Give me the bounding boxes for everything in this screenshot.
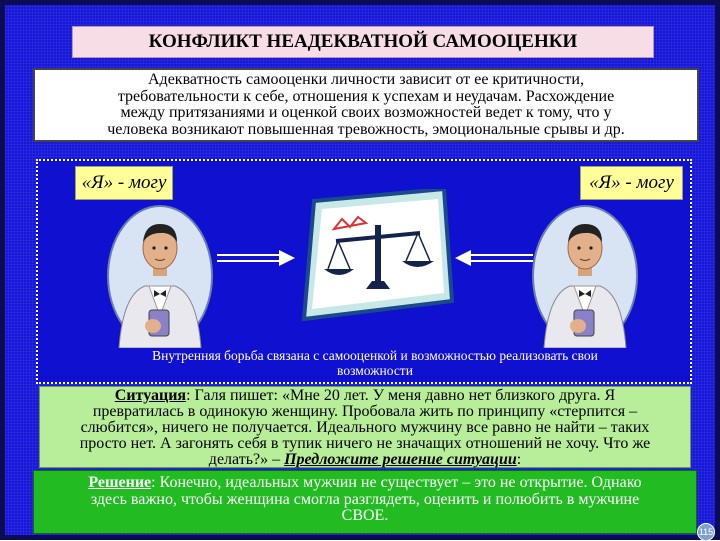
intro-line: между притязаниями и оценкой своих возмо… (120, 104, 612, 121)
task-prompt: Предложите решение ситуации (284, 451, 517, 468)
situation-label: Ситуация (114, 387, 187, 404)
right-ya-label: «Я» - могу (580, 166, 683, 200)
situation-line: превратилась в одинокую женщину. Пробова… (92, 403, 638, 420)
slide-title: КОНФЛИКТ НЕАДЕКВАТНОЙ САМООЦЕНКИ (72, 26, 654, 58)
left-man-illustration (107, 205, 213, 348)
situation-line: просто нет. А загонять себя в тупик ниче… (79, 435, 651, 452)
solution-line: Решение: Конечно, идеальных мужчин не су… (88, 474, 642, 491)
situation-line: делать?» – Предложите решение ситуации: (208, 451, 522, 468)
left-arrow-icon (217, 250, 295, 266)
caption-line: возможности (337, 363, 413, 378)
solution-line: здесь важно, чтобы женщина смогла разгля… (90, 490, 640, 508)
left-ya-label: «Я» - могу (75, 166, 173, 200)
situation-line: слюбится», ничего не получается. Идеальн… (80, 419, 650, 436)
solution-label: Решение (88, 474, 152, 491)
intro-line: человека возникают повышенная тревожност… (107, 120, 625, 138)
intro-line: требовательности к себе, отношения к усп… (117, 87, 615, 105)
solution-line: СВОЕ. (341, 507, 389, 524)
caption-line: Внутренняя борьба связана с самооценкой … (152, 348, 598, 363)
situation-line: Ситуация: Галя пишет: «Мне 20 лет. У мен… (114, 387, 616, 404)
solution-box: Решение: Конечно, идеальных мужчин не су… (33, 470, 697, 534)
situation-box: Ситуация: Галя пишет: «Мне 20 лет. У мен… (39, 386, 691, 468)
illustration-caption: Внутренняя борьба связана с самооценкой … (105, 348, 645, 378)
intro-line: Адекватность самооценки личности зависит… (148, 71, 584, 88)
right-arrow-icon (455, 250, 533, 266)
page-number-badge: 115 (697, 523, 715, 541)
right-man-illustration (532, 205, 638, 348)
scales-icon (301, 189, 454, 322)
intro-text-box: Адекватность самооценки личности зависит… (33, 68, 699, 142)
